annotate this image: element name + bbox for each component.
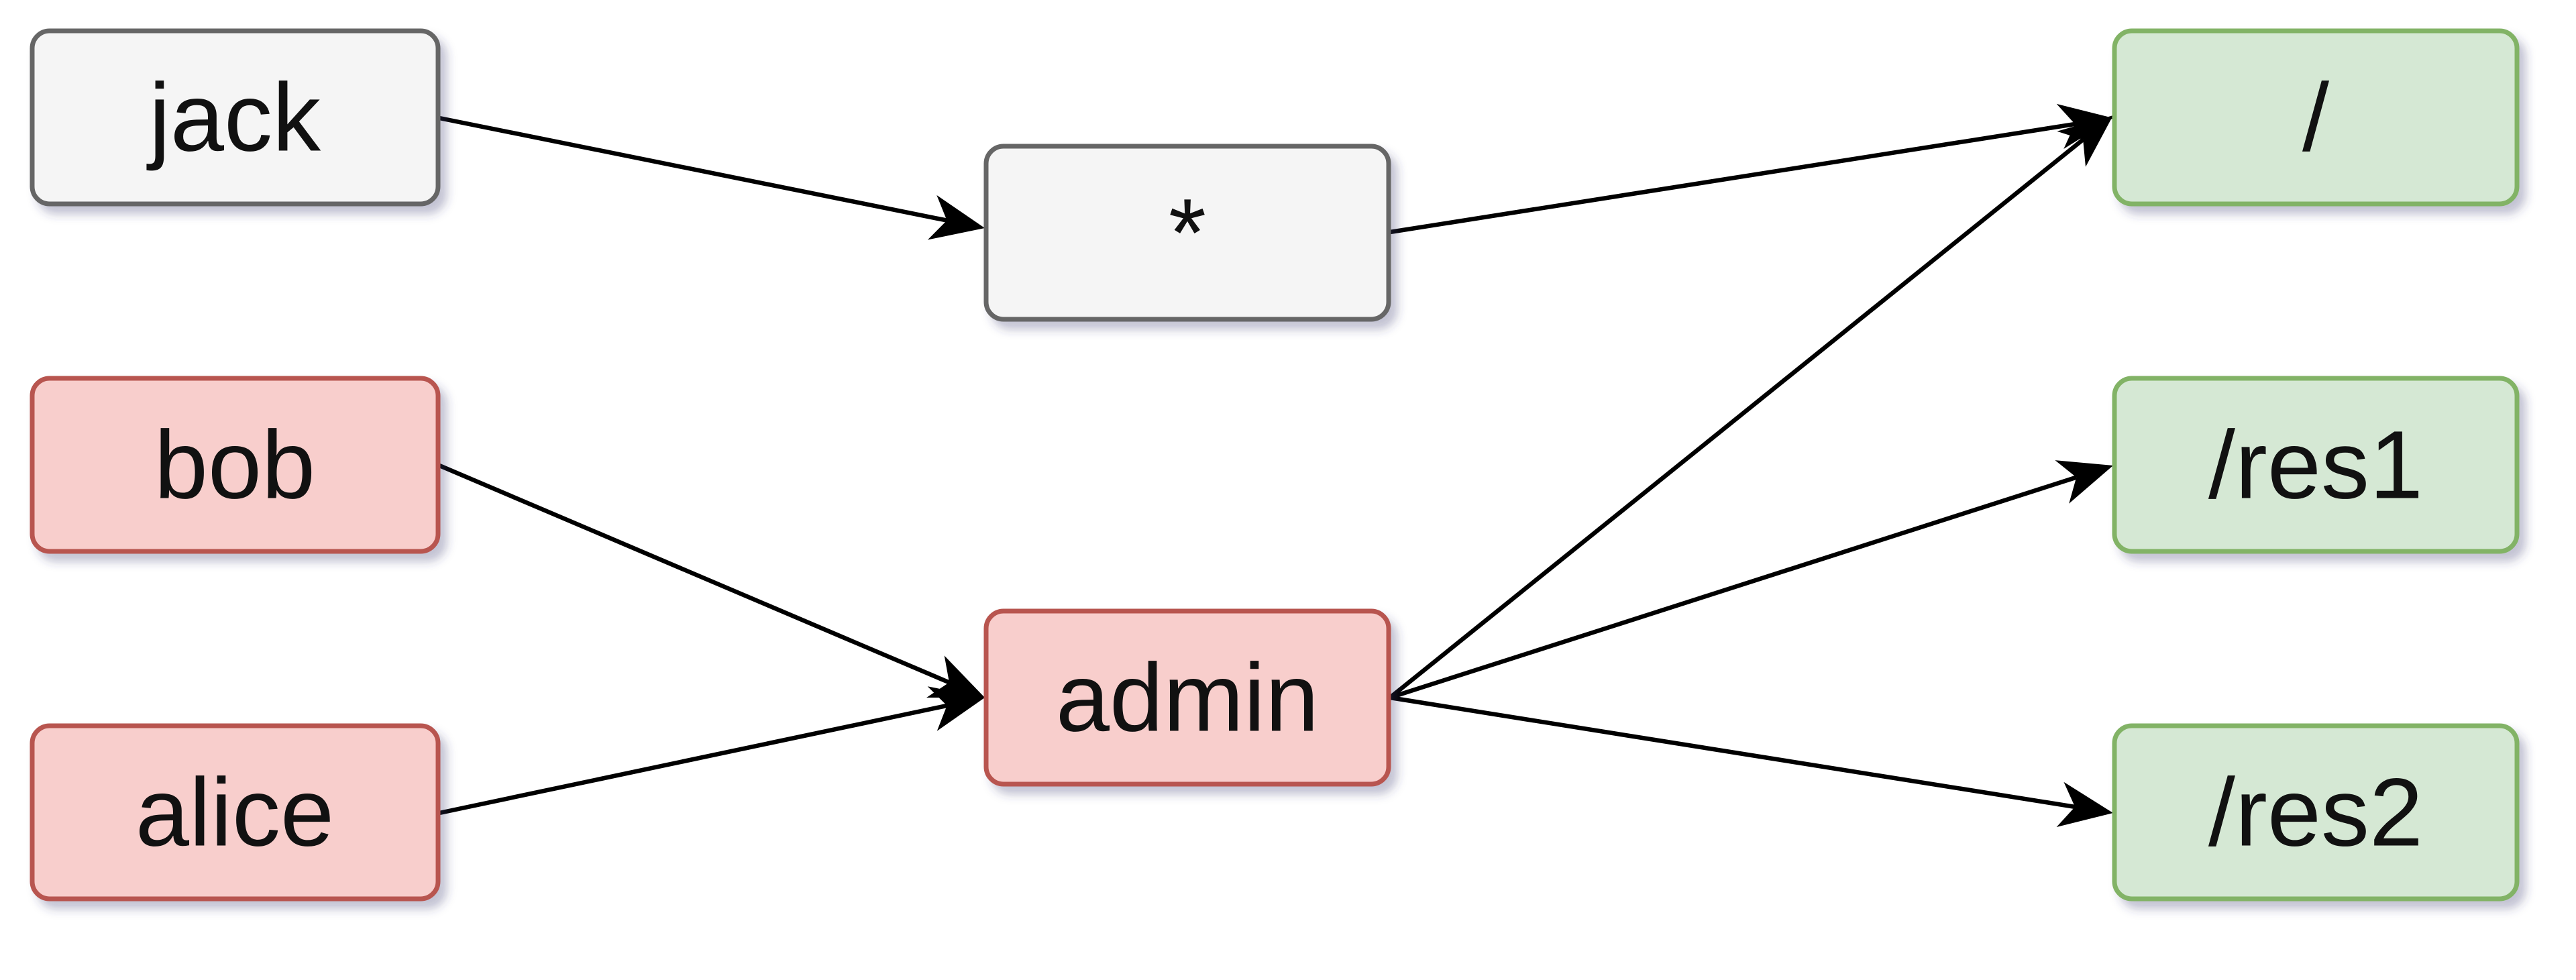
- arrowhead-icon: [927, 686, 985, 731]
- node-jack-box: [30, 28, 441, 207]
- edge-alice-to-admin: [439, 686, 985, 816]
- edge-jack-to-any: [439, 115, 985, 240]
- arrowhead-icon: [2055, 460, 2113, 504]
- node-res1[interactable]: /res1: [2112, 376, 2520, 554]
- node-alice[interactable]: alice: [30, 723, 441, 902]
- edge-bob-to-admin: [438, 464, 985, 698]
- node-res2-label: /res2: [2208, 759, 2423, 867]
- arrowhead-icon: [2056, 781, 2113, 827]
- node-any-box: [983, 144, 1391, 322]
- edges-layer: [438, 103, 2113, 827]
- edge-line: [1389, 121, 2076, 235]
- edge-line: [439, 115, 948, 223]
- node-root-label: /: [2302, 64, 2330, 172]
- node-admin[interactable]: admin: [983, 608, 1391, 787]
- node-bob-label: bob: [154, 411, 315, 519]
- node-jack-label: jack: [146, 64, 321, 172]
- node-jack[interactable]: jack: [30, 28, 441, 207]
- node-admin-box: [983, 608, 1391, 787]
- node-res1-label: /res1: [2208, 411, 2423, 519]
- node-res1-box: [2112, 376, 2520, 554]
- node-alice-box: [30, 723, 441, 902]
- edge-admin-to-res2: [1389, 695, 2113, 827]
- node-res2-box: [2112, 723, 2520, 902]
- nodes-layer: jack bob alice * admin / /res1: [30, 28, 2520, 902]
- node-bob[interactable]: bob: [30, 376, 441, 554]
- edge-line: [439, 703, 948, 816]
- arrowhead-icon: [926, 655, 985, 698]
- node-root[interactable]: /: [2112, 28, 2520, 207]
- edge-line: [1388, 138, 2085, 700]
- edge-line: [1389, 475, 2078, 700]
- edge-admin-to-res1: [1389, 460, 2113, 700]
- node-alice-label: alice: [136, 759, 334, 867]
- node-bob-box: [30, 376, 441, 554]
- edge-line: [438, 464, 951, 685]
- arrowhead-icon: [927, 195, 985, 240]
- node-any[interactable]: *: [983, 144, 1391, 322]
- node-any-label: *: [1169, 179, 1206, 287]
- edge-line: [1389, 695, 2076, 810]
- arrowhead-icon: [2057, 115, 2113, 167]
- node-res2[interactable]: /res2: [2112, 723, 2520, 902]
- node-admin-label: admin: [1056, 644, 1319, 752]
- node-root-box: [2112, 28, 2520, 207]
- edge-admin-to-root: [1388, 115, 2113, 700]
- edge-any-to-root: [1389, 103, 2113, 235]
